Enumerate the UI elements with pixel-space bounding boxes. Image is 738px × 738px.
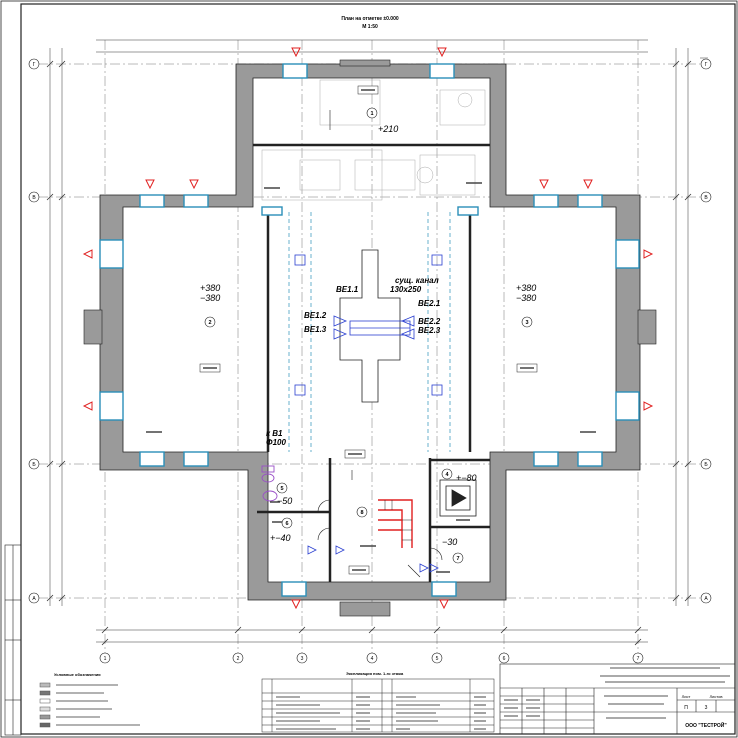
- explication-title: Экспликация пом. 1-го этажа: [346, 671, 404, 676]
- stamp-organization: ООО "ТЕСТРОЙ": [685, 721, 727, 729]
- pressure-room-1: +210: [378, 124, 398, 134]
- binding-strip: [4, 544, 22, 736]
- system-be2-3: ВЕ2.3: [418, 326, 441, 335]
- sheet-inner-frame: [20, 3, 736, 735]
- room-pressures: +210 +380−380 +380−380 +−80 −50 +−40 −30: [200, 124, 536, 547]
- legend-title: Условные обозначения: [54, 672, 101, 677]
- sanitary-fixtures: [261, 465, 278, 502]
- legend: Условные обозначения: [39, 672, 140, 728]
- title-block: Лист Листов П 3 ООО "ТЕСТРОЙ": [499, 663, 736, 735]
- stamp-sheet-number: 3: [705, 705, 708, 711]
- svg-text:А: А: [32, 596, 36, 602]
- riser-label: к В1: [266, 429, 283, 438]
- exterior-walls: [99, 63, 641, 601]
- dimension-lines: [30, 39, 708, 643]
- row-axis-markers: Г В Б А Г В Б А: [28, 58, 712, 604]
- area-plate-marks: [146, 89, 596, 573]
- pressure-room-2: +380−380: [200, 283, 220, 303]
- svg-text:А: А: [704, 596, 708, 602]
- system-be1-3: ВЕ1.3: [304, 325, 327, 334]
- interior-partitions: [253, 143, 490, 582]
- vent-labels: сущ. канал 130х250 ВЕ1.1 ВЕ1.2 ВЕ1.3 ВЕ2…: [266, 276, 441, 447]
- system-be2-2: ВЕ2.2: [418, 317, 441, 326]
- explication-table: Экспликация пом. 1-го этажа: [261, 671, 495, 733]
- stamp-sheets-label: Листов: [710, 694, 723, 699]
- staircase-steps: [384, 500, 412, 541]
- room-number-5: 5: [280, 486, 283, 492]
- room-number-4: 4: [445, 472, 449, 478]
- svg-text:1: 1: [104, 656, 107, 662]
- room-number-3: 3: [525, 320, 528, 326]
- blue-diffusers: [307, 545, 439, 573]
- svg-text:Б: Б: [32, 462, 36, 468]
- svg-text:6: 6: [503, 656, 506, 662]
- red-triangle-markers: [82, 47, 654, 610]
- drawing-title: План на отметке ±0.000: [341, 16, 399, 22]
- svg-text:Г: Г: [705, 62, 708, 68]
- doors: [317, 110, 443, 578]
- svg-text:Б: Б: [704, 462, 708, 468]
- facade-pilasters: [83, 59, 657, 617]
- room-number-8: 8: [360, 510, 363, 516]
- room-number-7: 7: [456, 556, 459, 562]
- room-number-6: 6: [285, 521, 288, 527]
- pressure-room-5: −50: [277, 496, 292, 506]
- room-1-furniture: [261, 79, 486, 201]
- svg-text:В: В: [32, 195, 36, 201]
- duct-label: сущ. канал: [395, 276, 439, 285]
- svg-text:2: 2: [237, 656, 240, 662]
- windows: [99, 63, 640, 597]
- system-be1-2: ВЕ1.2: [304, 311, 327, 320]
- pressure-room-3: +380−380: [516, 283, 536, 303]
- stamp-sheet-label: Лист: [682, 694, 691, 699]
- pressure-room-6: +−40: [270, 533, 291, 543]
- room-number-1: 1: [370, 111, 373, 117]
- room-tags: 1 2 3 4 5 6 7 8: [204, 107, 533, 564]
- svg-text:3: 3: [301, 656, 304, 662]
- ventilation-unit: [439, 479, 477, 517]
- system-be1-1: ВЕ1.1: [336, 285, 359, 294]
- staircase: [378, 499, 413, 548]
- svg-text:В: В: [704, 195, 708, 201]
- room-number-2: 2: [208, 320, 211, 326]
- duct-size: 130х250: [390, 285, 422, 294]
- duct-guide-lines: [288, 212, 451, 452]
- column-axis-markers: 1 2 3 4 5 6 7: [99, 652, 644, 664]
- drawing-scale: М 1:50: [362, 24, 378, 30]
- riser-diameter: Φ100: [266, 438, 286, 447]
- stamp-stage: П: [684, 705, 688, 711]
- dimension-ticks: [46, 60, 692, 646]
- svg-text:7: 7: [637, 656, 640, 662]
- svg-text:5: 5: [436, 656, 439, 662]
- system-be2-1: ВЕ2.1: [418, 299, 441, 308]
- svg-text:Г: Г: [33, 62, 36, 68]
- pressure-room-7: −30: [442, 537, 457, 547]
- supply-grilles: [294, 254, 443, 396]
- pressure-room-4: +−80: [456, 473, 477, 483]
- svg-text:4: 4: [371, 656, 374, 662]
- ventilation-duct: [339, 249, 401, 403]
